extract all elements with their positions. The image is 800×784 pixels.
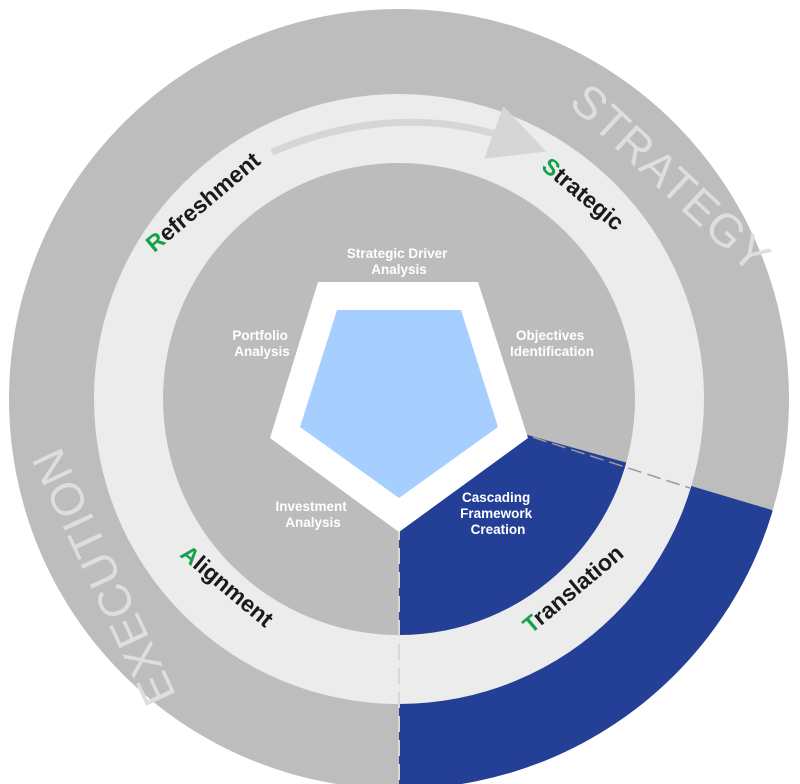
step-label-objectives-identification: Objectives Identification	[510, 328, 594, 359]
step-label-portfolio-analysis: Portfolio Analysis	[232, 328, 291, 359]
step-label-strategic-driver-analysis: Strategic Driver Analysis	[347, 246, 451, 277]
pentagon-center	[300, 310, 498, 498]
step-label-cascading-framework-creation: Cascading Framework Creation	[460, 490, 536, 537]
divider-line-right	[494, 424, 691, 489]
cycle-arrow-icon	[270, 106, 547, 159]
step-label-investment-analysis: Investment Analysis	[275, 499, 350, 530]
